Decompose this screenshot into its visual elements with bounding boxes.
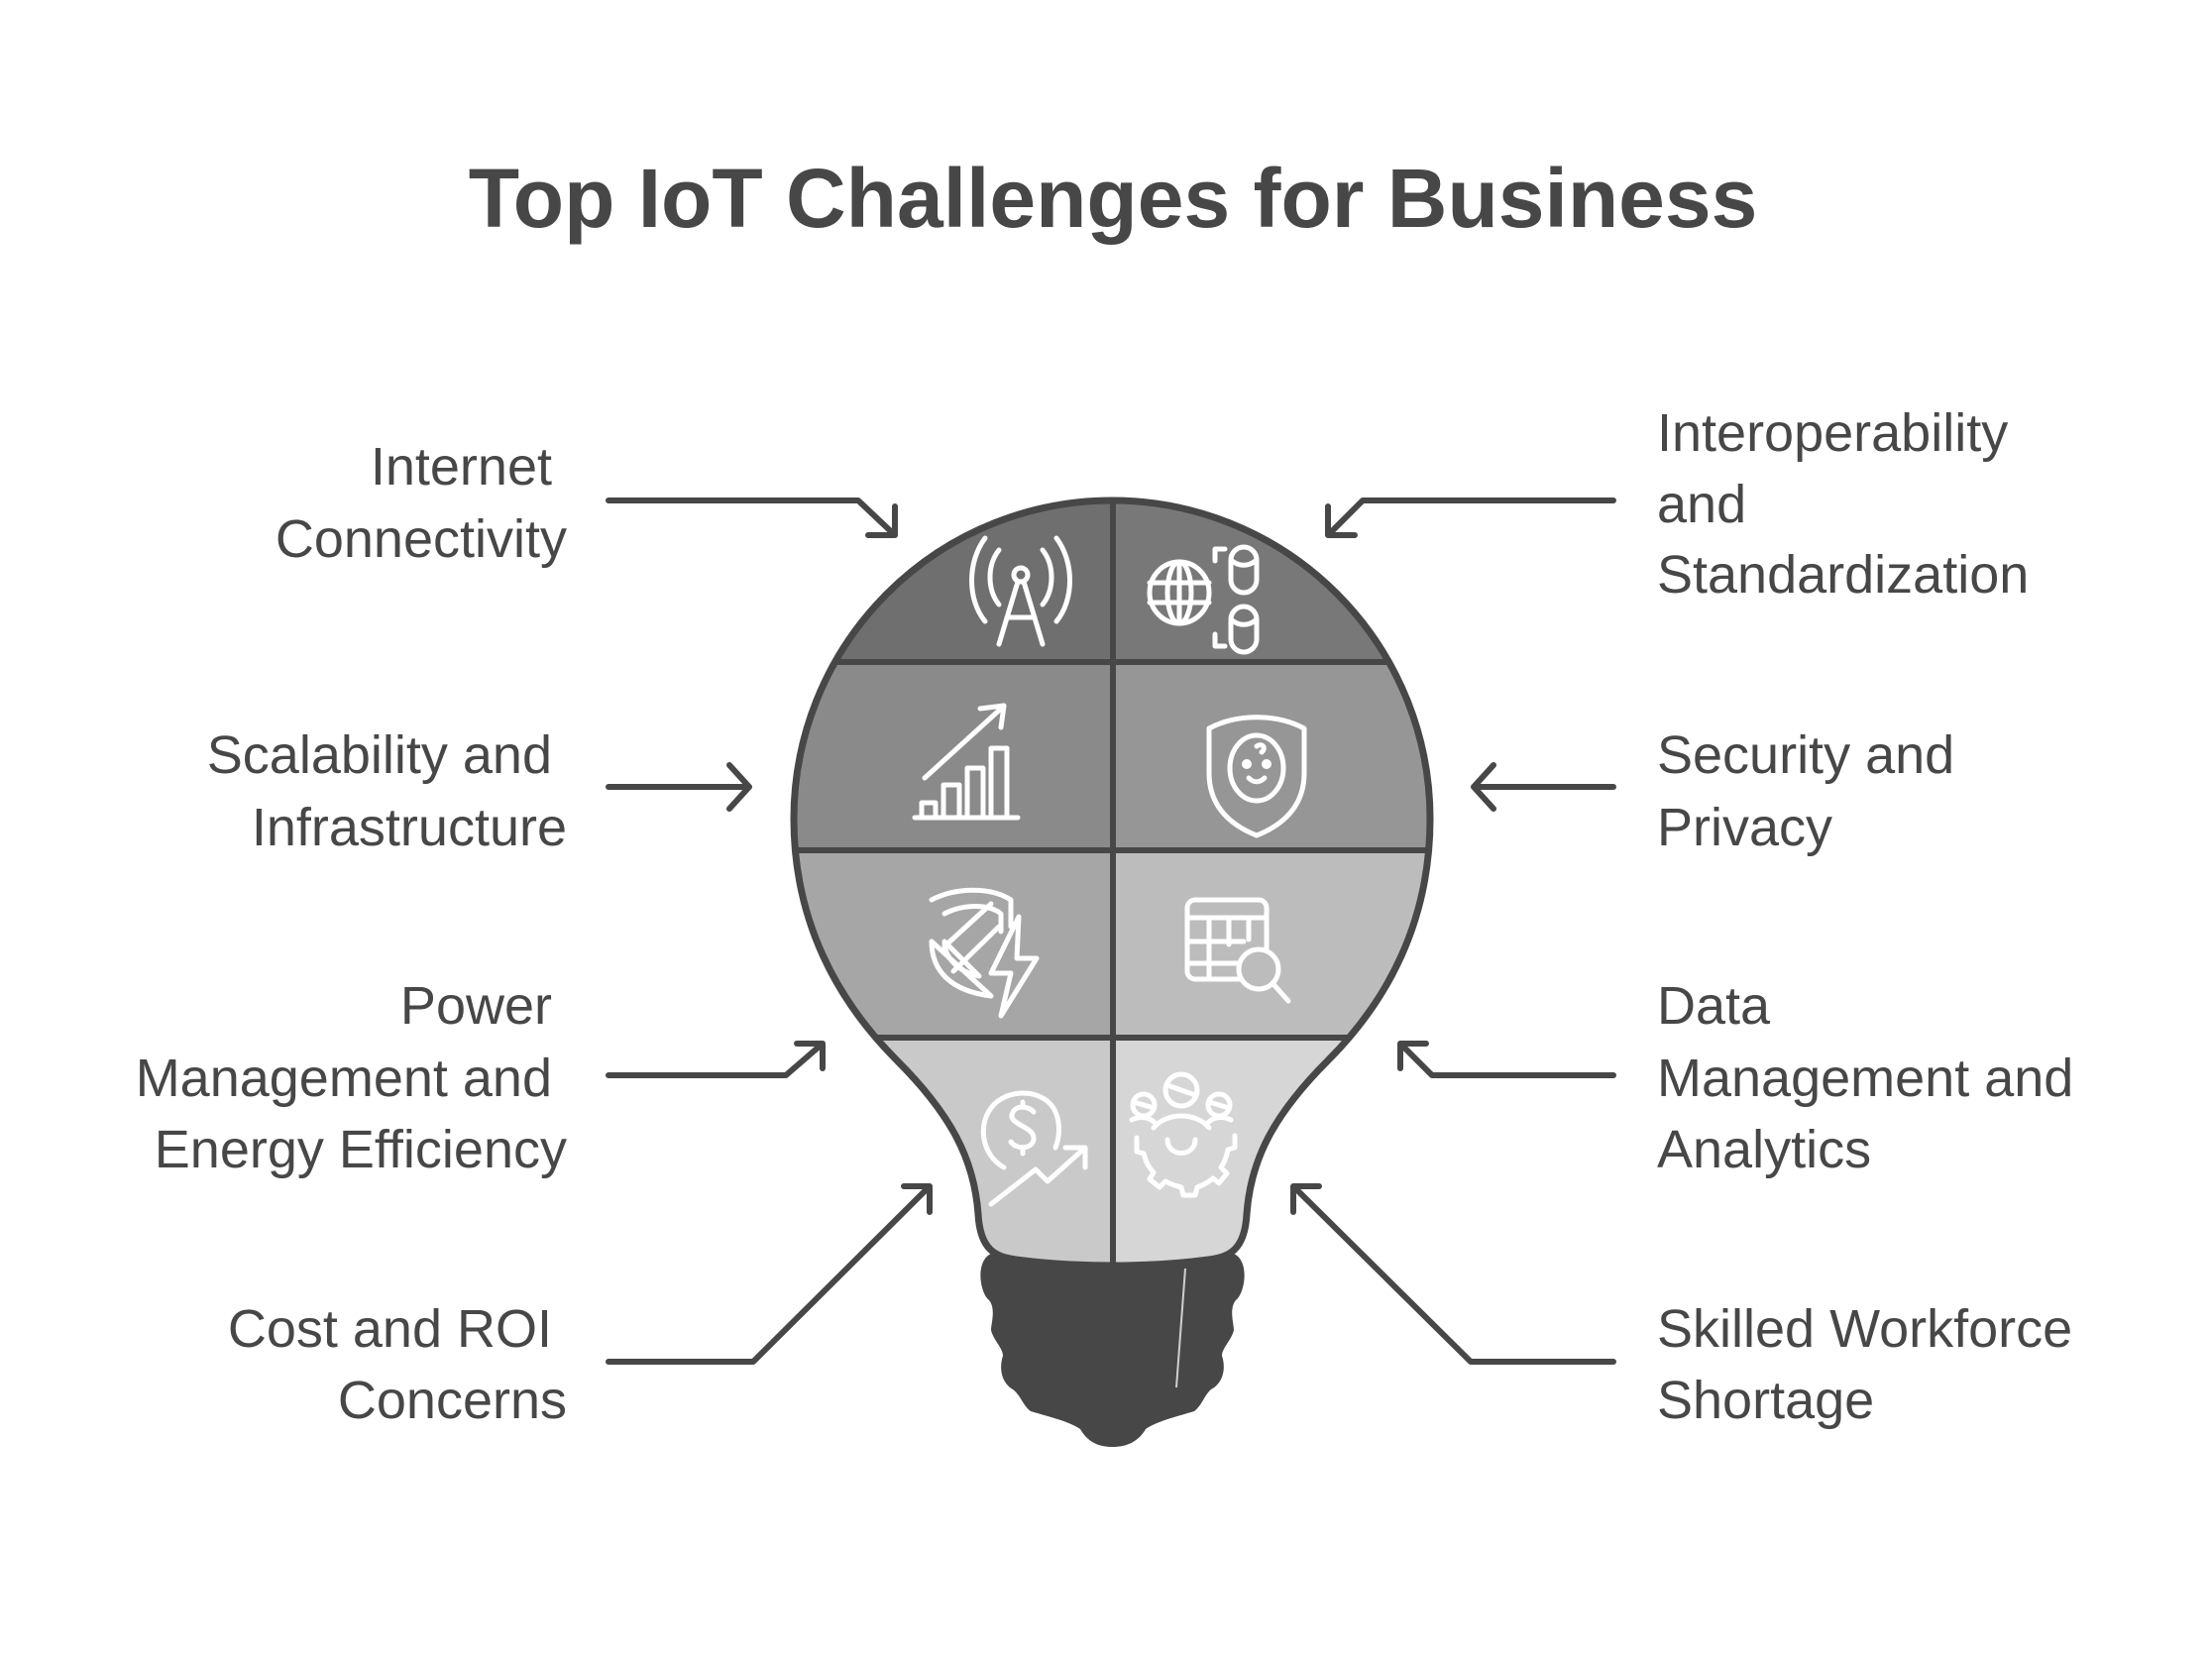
bulb-base bbox=[980, 1254, 1245, 1447]
bulb-outline bbox=[790, 497, 1434, 1270]
dollar-trend-icon bbox=[980, 1090, 1088, 1207]
label-cost: Cost and ROI Concerns bbox=[228, 1299, 567, 1430]
arrow-interoperability bbox=[1325, 498, 1616, 538]
segment-interoperability bbox=[1113, 500, 1430, 662]
segment-data bbox=[1113, 850, 1430, 1038]
segment-security bbox=[1113, 662, 1430, 850]
label-power: Power Management and Energy Efficiency bbox=[136, 976, 567, 1179]
base-highlight bbox=[1175, 1268, 1186, 1388]
label-security: Security and Privacy bbox=[1657, 725, 1969, 857]
arrow-internet-connectivity bbox=[606, 498, 898, 538]
table-search-icon bbox=[1184, 897, 1291, 1004]
label-internet-connectivity: Internet Connectivity bbox=[276, 437, 567, 569]
arrow-scalability bbox=[606, 762, 752, 812]
label-scalability: Scalability and Infrastructure bbox=[207, 725, 567, 857]
arrow-workforce bbox=[1290, 1183, 1616, 1365]
globe-database-icon bbox=[1147, 544, 1260, 655]
arrow-power bbox=[606, 1041, 826, 1078]
label-workforce: Skilled Workforce Shortage bbox=[1657, 1299, 2087, 1430]
segment-workforce bbox=[1113, 1038, 1430, 1266]
arrow-data bbox=[1397, 1041, 1616, 1078]
segment-cost bbox=[794, 1038, 1113, 1266]
label-data: Data Management and Analytics bbox=[1657, 976, 2088, 1179]
shield-user-icon bbox=[1206, 715, 1307, 838]
label-interoperability: Interoperability and Standardization bbox=[1657, 403, 2029, 605]
radio-tower-icon bbox=[969, 535, 1072, 647]
shield-bolt-icon bbox=[929, 887, 1040, 1019]
arrow-security bbox=[1471, 762, 1616, 812]
arrow-cost bbox=[606, 1183, 933, 1365]
segment-internet-connectivity bbox=[794, 500, 1113, 662]
page-title: Top IoT Challenges for Business bbox=[469, 152, 1758, 245]
team-gear-icon bbox=[1129, 1071, 1238, 1198]
growth-chart-icon bbox=[912, 703, 1021, 821]
